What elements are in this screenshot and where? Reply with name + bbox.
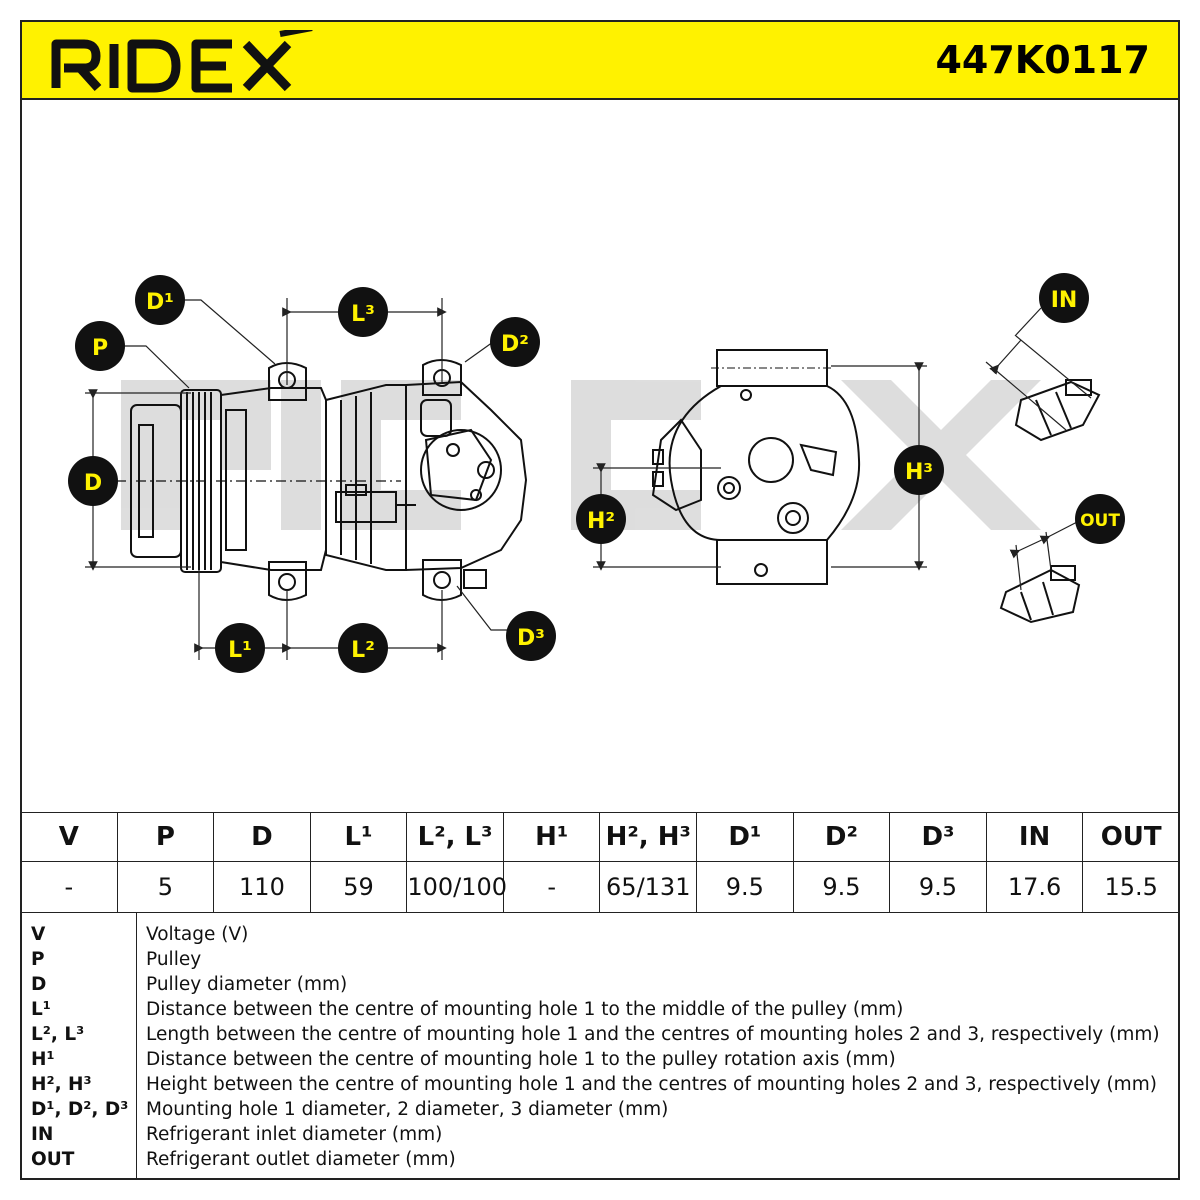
legend-divider [136,913,137,1178]
spec-value-cell: - [20,861,118,913]
legend-description: Pulley [146,949,202,970]
svg-text:D: D [84,471,102,496]
legend-key: D¹, D², D³ [31,1099,129,1120]
legend-key: L¹ [31,999,51,1020]
svg-text:D¹: D¹ [146,290,174,315]
svg-text:H²: H² [587,509,615,534]
legend-key: P [31,949,45,970]
spec-header-cell: H², H³ [599,812,698,862]
legend-row: L¹ Distance between the centre of mounti… [22,999,1182,1024]
legend-description: Length between the centre of mounting ho… [146,1024,1160,1045]
spec-value-cell: 110 [213,861,311,913]
spec-table-value-row: - 5 110 59 100/100 - 65/131 9.5 9.5 9.5 … [20,861,1180,913]
legend-description: Refrigerant outlet diameter (mm) [146,1149,456,1170]
spec-value-cell: 17.6 [985,861,1084,913]
legend-row: P Pulley [22,949,1182,974]
spec-value-cell: 9.5 [792,861,891,913]
callout-out: OUT [1075,494,1125,544]
legend-key: H², H³ [31,1074,92,1095]
spec-header-cell: D [213,812,311,862]
legend-row: OUT Refrigerant outlet diameter (mm) [22,1149,1182,1174]
legend-key: V [31,924,46,945]
compressor-side-view [116,359,528,601]
legend-row: D¹, D², D³ Mounting hole 1 diameter, 2 d… [22,1099,1182,1124]
callout-d: D [68,456,118,506]
legend-key: L², L³ [31,1024,85,1045]
spec-value-cell: - [502,861,601,913]
svg-text:OUT: OUT [1080,511,1120,531]
legend-description: Pulley diameter (mm) [146,974,348,995]
legend-row: H², H³ Height between the centre of moun… [22,1074,1182,1099]
callout-in: IN [1039,273,1089,323]
spec-header-cell: L¹ [309,812,408,862]
legend-row: H¹ Distance between the centre of mounti… [22,1049,1182,1074]
spec-header-cell: P [116,812,215,862]
callout-d2: D² [490,317,540,367]
callout-h3: H³ [894,445,944,495]
legend-key: D [31,974,47,995]
spec-value-cell: 100/100 [406,861,507,913]
legend-description: Mounting hole 1 diameter, 2 diameter, 3 … [146,1099,669,1120]
callout-d3: D³ [506,611,556,661]
svg-text:H³: H³ [905,460,933,485]
legend-row: IN Refrigerant inlet diameter (mm) [22,1124,1182,1149]
spec-table-header-row: V P D L¹ L², L³ H¹ H², H³ D¹ D² D³ IN OU… [20,812,1180,862]
spec-header-cell: L², L³ [406,812,504,862]
header-bar: 447K0117 [20,20,1180,100]
spec-value-cell: 15.5 [1082,861,1180,913]
svg-text:IN: IN [1051,288,1078,313]
svg-text:L³: L³ [351,302,375,327]
legend-row: D Pulley diameter (mm) [22,974,1182,999]
svg-text:P: P [92,336,108,361]
spec-value-cell: 9.5 [696,861,794,913]
legend-key: OUT [31,1149,75,1170]
spec-value-cell: 5 [116,861,215,913]
svg-text:D³: D³ [517,626,545,651]
callout-p: P [75,321,125,371]
spec-header-cell: V [20,812,118,862]
compressor-rear-view [651,349,861,585]
legend-key: IN [31,1124,54,1145]
legend-description: Voltage (V) [146,924,249,945]
spec-value-cell: 59 [309,861,408,913]
spec-header-cell: IN [985,812,1084,862]
legend-row: V Voltage (V) [22,924,1182,949]
page-frame [20,20,1180,1180]
legend-row: L², L³ Length between the centre of moun… [22,1024,1182,1049]
legend-description: Distance between the centre of mounting … [146,999,904,1020]
dimension-lines-fittings [985,307,1092,591]
ridex-logo [51,30,313,93]
callout-l2: L² [338,623,388,673]
part-number: 447K0117 [935,38,1150,82]
callout-l3: L³ [338,287,388,337]
legend-description: Refrigerant inlet diameter (mm) [146,1124,443,1145]
spec-table: V P D L¹ L², L³ H¹ H², H³ D¹ D² D³ IN OU… [20,812,1180,913]
legend-key: H¹ [31,1049,55,1070]
spec-header-cell: D¹ [696,812,794,862]
spec-value-cell: 9.5 [889,861,987,913]
callout-l1: L¹ [215,623,265,673]
svg-text:D²: D² [501,332,529,357]
legend-description: Distance between the centre of mounting … [146,1049,896,1070]
legend: V Voltage (V) P Pulley D Pulley diameter… [20,913,1180,1180]
technical-drawing: D¹ P D L³ D² D³ L¹ L² H² H³ IN OUT [68,273,1125,673]
svg-text:L¹: L¹ [228,638,252,663]
callout-h2: H² [576,494,626,544]
callout-d1: D¹ [135,275,185,325]
legend-description: Height between the centre of mounting ho… [146,1074,1157,1095]
svg-text:L²: L² [351,638,375,663]
